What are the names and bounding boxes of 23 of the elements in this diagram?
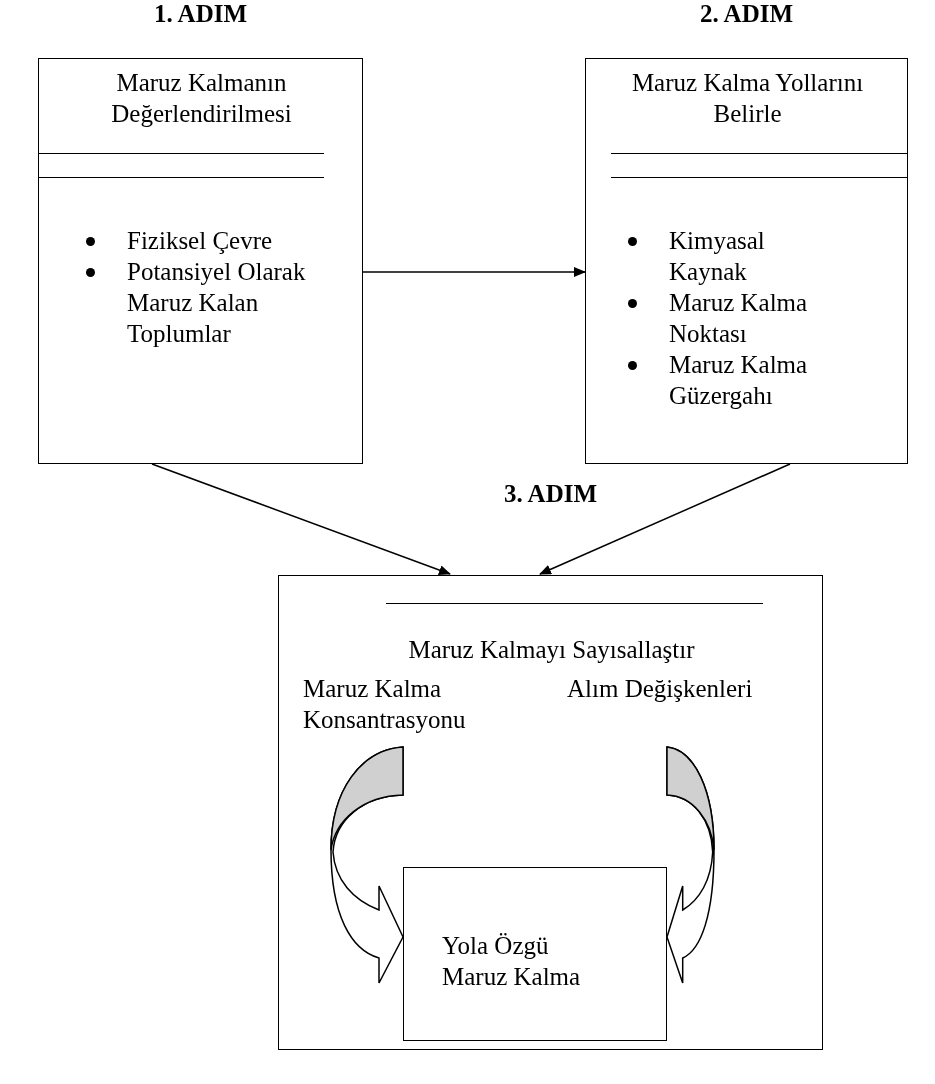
- step-box: [278, 575, 823, 1050]
- bullet-text: Kimyasal Kaynak: [669, 226, 766, 287]
- arrow: [539, 463, 791, 575]
- step-label: 3. ADIM: [502, 480, 599, 508]
- variable-label: Maruz Kalma Konsantrasyonu: [303, 673, 523, 735]
- box-text: Yola Özgü Maruz Kalma: [442, 931, 582, 992]
- box-heading: Maruz Kalma Yollarını Belirle: [630, 68, 865, 129]
- arrow: [151, 463, 451, 575]
- bullet-text: Fiziksel Çevre: [127, 226, 274, 256]
- bullet-text: Potansiyel Olarak Maruz Kalan Toplumlar: [127, 257, 307, 349]
- arrow: [362, 267, 586, 277]
- bullet-text: Maruz Kalma Güzergahı: [669, 350, 809, 411]
- curved-block-arrow: [330, 746, 404, 984]
- box-heading: Maruz Kalmanın Değerlendirilmesi: [110, 68, 293, 129]
- step-label: 2. ADIM: [698, 0, 795, 28]
- step-box: [585, 58, 908, 464]
- step-label: 1. ADIM: [152, 0, 249, 28]
- bullet-text: Maruz Kalma Noktası: [669, 288, 809, 349]
- box-heading: Maruz Kalmayı Sayısallaştır: [407, 635, 696, 665]
- step-box: [38, 58, 363, 464]
- curved-block-arrow: [666, 746, 715, 984]
- variable-label: Alım Değişkenleri: [567, 673, 807, 704]
- result-box: [403, 867, 667, 1041]
